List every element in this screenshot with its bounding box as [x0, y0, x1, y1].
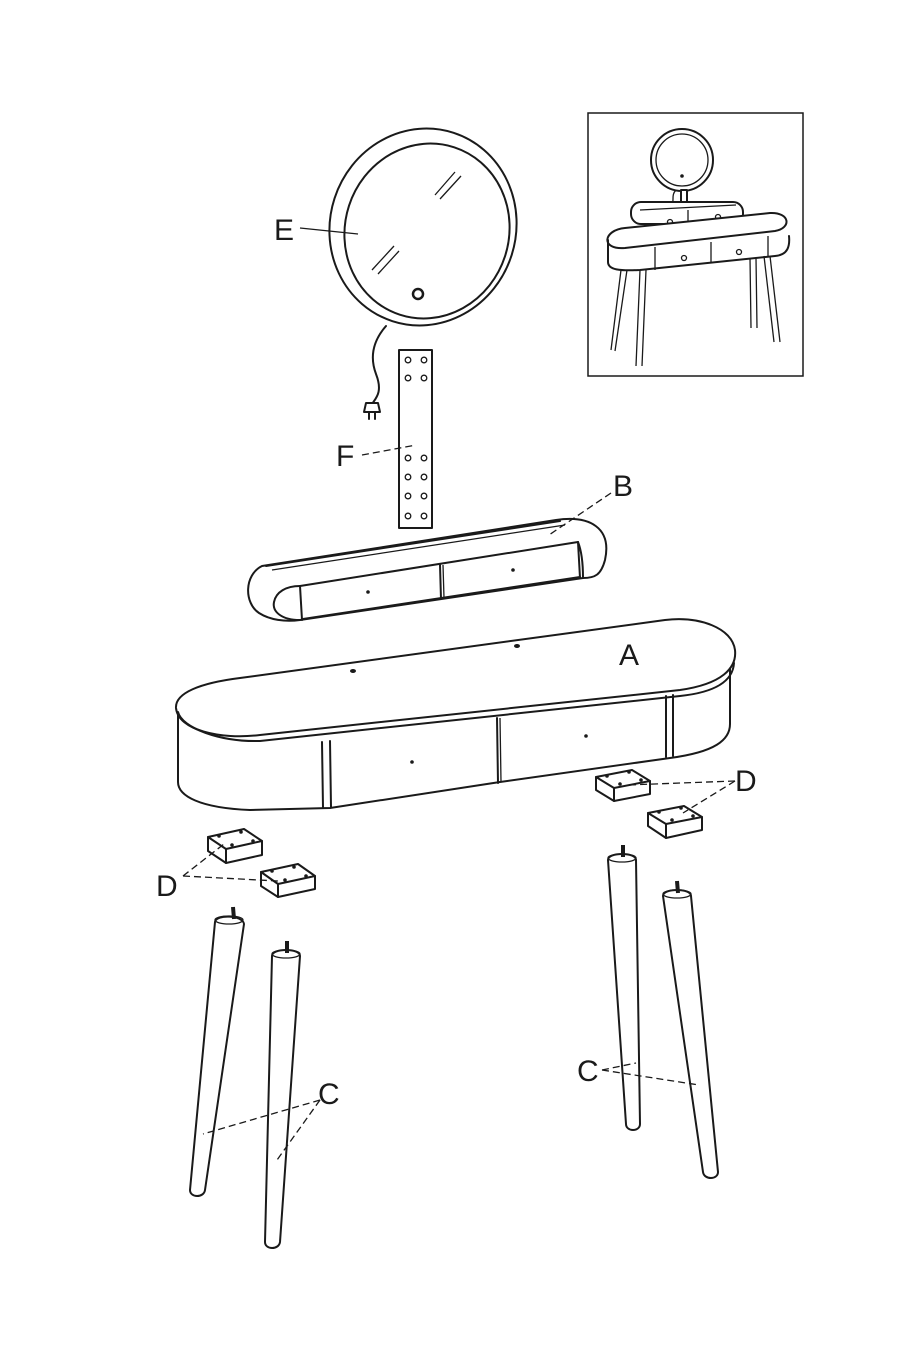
part-label-c-right: C	[577, 1055, 599, 1088]
bracket-part-f	[399, 350, 432, 528]
part-label-e: E	[274, 214, 294, 247]
leg-parts-c	[190, 845, 718, 1248]
assembled-preview	[588, 113, 803, 376]
part-label-d-right: D	[735, 765, 757, 798]
part-label-c-left: C	[318, 1078, 340, 1111]
upper-drawer-part-b	[248, 519, 606, 621]
part-label-b: B	[613, 470, 633, 503]
part-label-f: F	[336, 440, 354, 473]
part-label-d-left: D	[156, 870, 178, 903]
part-label-a: A	[619, 639, 639, 672]
table-top-part-a	[176, 619, 735, 810]
